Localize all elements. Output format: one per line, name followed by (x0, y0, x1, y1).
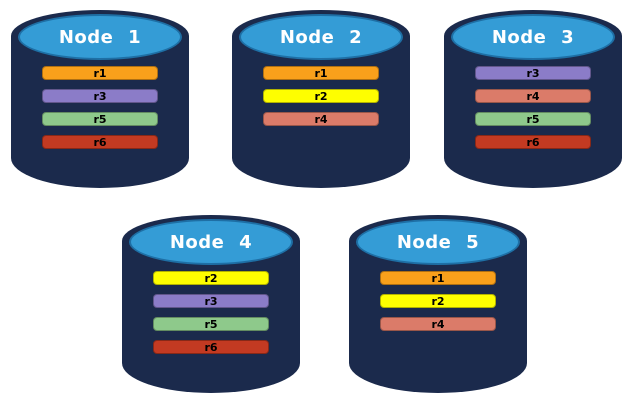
cylinder-top: Node 4 (129, 219, 293, 265)
replica-bar: r4 (380, 317, 496, 331)
cylinder-top: Node 2 (239, 14, 403, 60)
replica-bar: r6 (475, 135, 591, 149)
node-title: Node 4 (169, 231, 253, 253)
node-cylinder-2: Node 2 r1 r2 r4 (232, 10, 410, 188)
node-title: Node 1 (58, 26, 142, 48)
replica-bar: r5 (42, 112, 158, 126)
replica-list: r3 r4 r5 r6 (444, 66, 622, 149)
node-cylinder-3: Node 3 r3 r4 r5 r6 (444, 10, 622, 188)
node-title: Node 2 (279, 26, 363, 48)
node-title: Node 3 (491, 26, 575, 48)
replica-bar: r5 (475, 112, 591, 126)
replica-bar: r2 (380, 294, 496, 308)
replica-bar: r2 (153, 271, 269, 285)
node-cylinder-1: Node 1 r1 r3 r5 r6 (11, 10, 189, 188)
replica-bar: r4 (475, 89, 591, 103)
replica-list: r2 r3 r5 r6 (122, 271, 300, 354)
replica-bar: r4 (263, 112, 379, 126)
node-cylinder-5: Node 5 r1 r2 r4 (349, 215, 527, 393)
replica-bar: r1 (263, 66, 379, 80)
cylinder-top: Node 3 (451, 14, 615, 60)
replica-bar: r2 (263, 89, 379, 103)
replica-bar: r3 (475, 66, 591, 80)
replica-bar: r3 (42, 89, 158, 103)
replica-bar: r1 (42, 66, 158, 80)
node-title: Node 5 (396, 231, 480, 253)
replica-list: r1 r3 r5 r6 (11, 66, 189, 149)
replica-bar: r6 (153, 340, 269, 354)
cylinder-top: Node 1 (18, 14, 182, 60)
replica-list: r1 r2 r4 (232, 66, 410, 126)
replica-bar: r1 (380, 271, 496, 285)
replica-list: r1 r2 r4 (349, 271, 527, 331)
cylinder-top: Node 5 (356, 219, 520, 265)
replica-bar: r6 (42, 135, 158, 149)
replica-bar: r5 (153, 317, 269, 331)
replica-bar: r3 (153, 294, 269, 308)
node-cylinder-4: Node 4 r2 r3 r5 r6 (122, 215, 300, 393)
